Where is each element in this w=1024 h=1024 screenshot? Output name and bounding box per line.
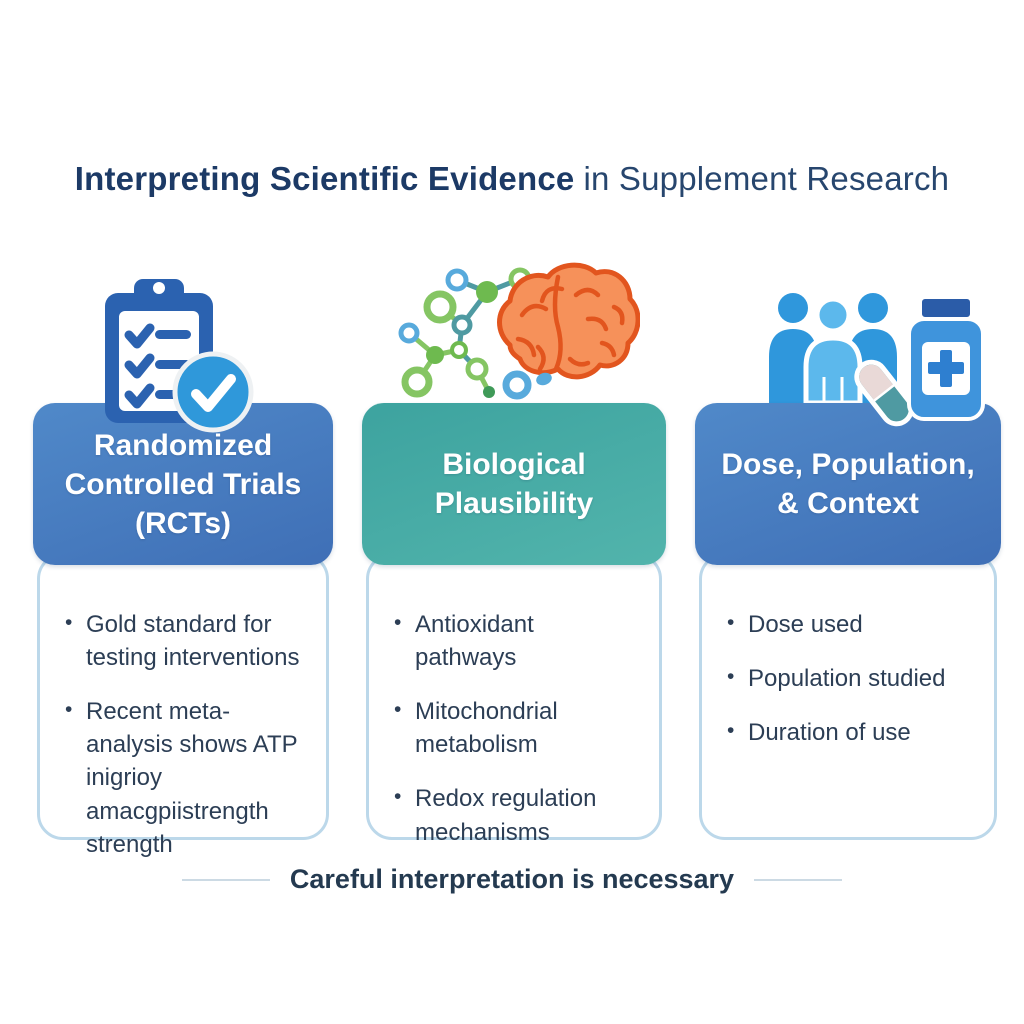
footer-divider-right [754,878,843,881]
bullet-item: Antioxidant pathways [391,608,641,674]
footer-caption-row: Careful interpretation is necessary [0,864,1024,895]
bullet-item: Mitochondrial metabolism [391,695,641,761]
column-plausibility: Biological Plausibility Antioxidant path… [362,255,666,846]
capsule-pill-icon [854,359,914,427]
three-column-layout: Randomized Controlled Trials (RCTs) Gold… [33,255,1001,858]
context-header: Dose, Population, & Context [695,403,1001,565]
title-emphasis: Interpreting Scientific Evidence [74,160,575,197]
molecule-brain-icon [398,262,640,400]
bullet-item: Recent meta-analysis shows ATP inigrioy … [62,695,308,861]
check-circle-icon [172,351,254,433]
medicine-bottle-icon [907,295,985,421]
plausibility-bullet-list: Antioxidant pathways Mitochondrial metab… [391,608,641,849]
bullet-item: Dose used [724,608,976,641]
bullet-item: Redox regulation mechanisms [391,782,641,848]
context-body: Dose used Population studied Duration of… [699,553,997,840]
rcts-body: Gold standard for testing interventions … [37,553,329,858]
bullet-item: Population studied [724,662,976,695]
footer-caption: Careful interpretation is necessary [289,864,735,894]
plausibility-header: Biological Plausibility [362,403,666,565]
title-rest: in Supplement Research [583,160,950,197]
rcts-icon-zone [33,255,333,433]
plausibility-body: Antioxidant pathways Mitochondrial metab… [366,553,662,846]
column-rcts: Randomized Controlled Trials (RCTs) Gold… [33,255,333,858]
column-context: Dose, Population, & Context Dose used Po… [695,255,1001,840]
context-bullet-list: Dose used Population studied Duration of… [724,608,976,749]
rcts-header: Randomized Controlled Trials (RCTs) [33,403,333,565]
bullet-item: Gold standard for testing interventions [62,608,308,674]
bullet-item: Duration of use [724,716,976,749]
context-icon-zone [695,255,1001,427]
rcts-bullet-list: Gold standard for testing interventions … [62,608,308,861]
plausibility-icon-zone [362,255,666,403]
footer-divider-left [181,878,270,881]
